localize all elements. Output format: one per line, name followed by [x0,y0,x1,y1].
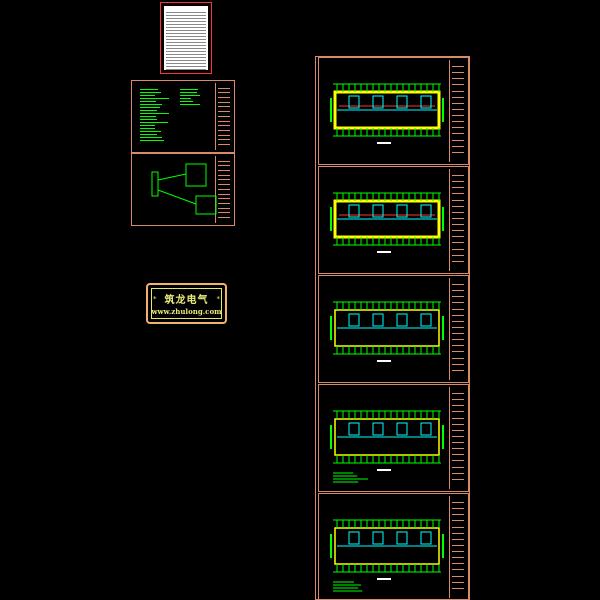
floor-plan-drawing [323,280,453,380]
floor-plan-drawing [323,62,453,162]
drawing-list-table [164,6,208,70]
notes-content [138,87,218,147]
floor-plan-sheet[interactable] [318,275,469,383]
design-notes-sheet[interactable] [131,80,235,153]
floor-plan-sheet[interactable] [318,166,469,274]
floor-plan-drawing [323,389,453,489]
floor-plan-sheet[interactable] [318,493,469,600]
logo-url: www.zhulong.com [148,307,225,316]
floor-plan-sheet[interactable] [318,384,469,492]
logo-name: 筑龙电气 [148,291,225,306]
cover-sheet[interactable] [160,2,212,74]
system-diagram-sheet[interactable] [131,153,235,226]
floor-plan-drawing [323,498,453,598]
system-diagram [138,160,218,220]
floor-plan-sheet[interactable] [318,57,469,165]
floor-plan-drawing [323,171,453,271]
zhulong-logo: * * 筑龙电气 www.zhulong.com [146,283,227,324]
